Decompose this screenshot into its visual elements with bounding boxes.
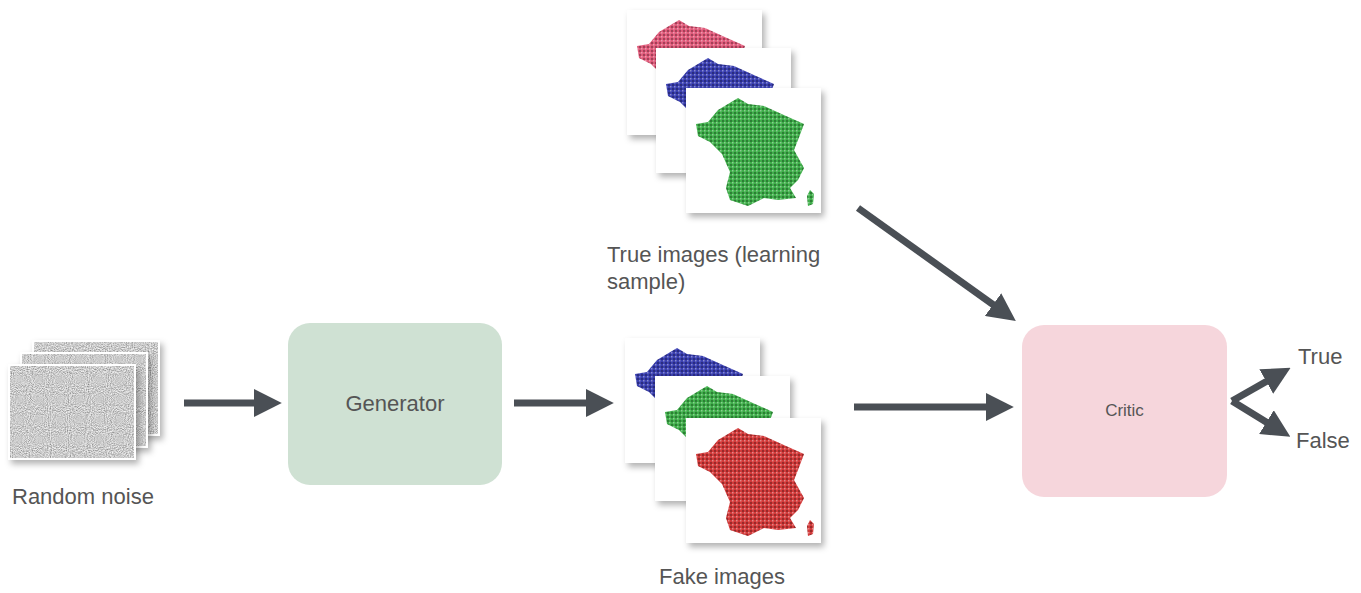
box-label: Critic <box>1105 401 1144 421</box>
image-caption: True images (learning sample) <box>607 242 822 295</box>
image-caption: Fake images <box>612 564 832 590</box>
box-label: Generator <box>345 391 444 417</box>
flow-arrow <box>858 208 1002 311</box>
true-image-stack <box>627 10 821 213</box>
flow-arrow <box>184 400 265 407</box>
output-arrow <box>1232 401 1276 428</box>
output-label: False <box>1296 428 1350 454</box>
fake-image-stack <box>625 338 821 543</box>
process-box: Critic <box>1022 325 1227 497</box>
flow-arrow <box>514 400 597 407</box>
process-box: Generator <box>288 323 502 485</box>
image-caption: Random noise <box>12 484 154 510</box>
image-stack-node: True images (learning sample) <box>600 8 840 295</box>
image-stack-node: Fake images <box>612 338 832 590</box>
output-label: True <box>1298 344 1342 370</box>
image-stack-node: Random noise <box>8 338 178 510</box>
noise-stack <box>8 340 160 460</box>
output-arrow <box>1232 376 1276 401</box>
flow-arrow <box>854 404 997 411</box>
